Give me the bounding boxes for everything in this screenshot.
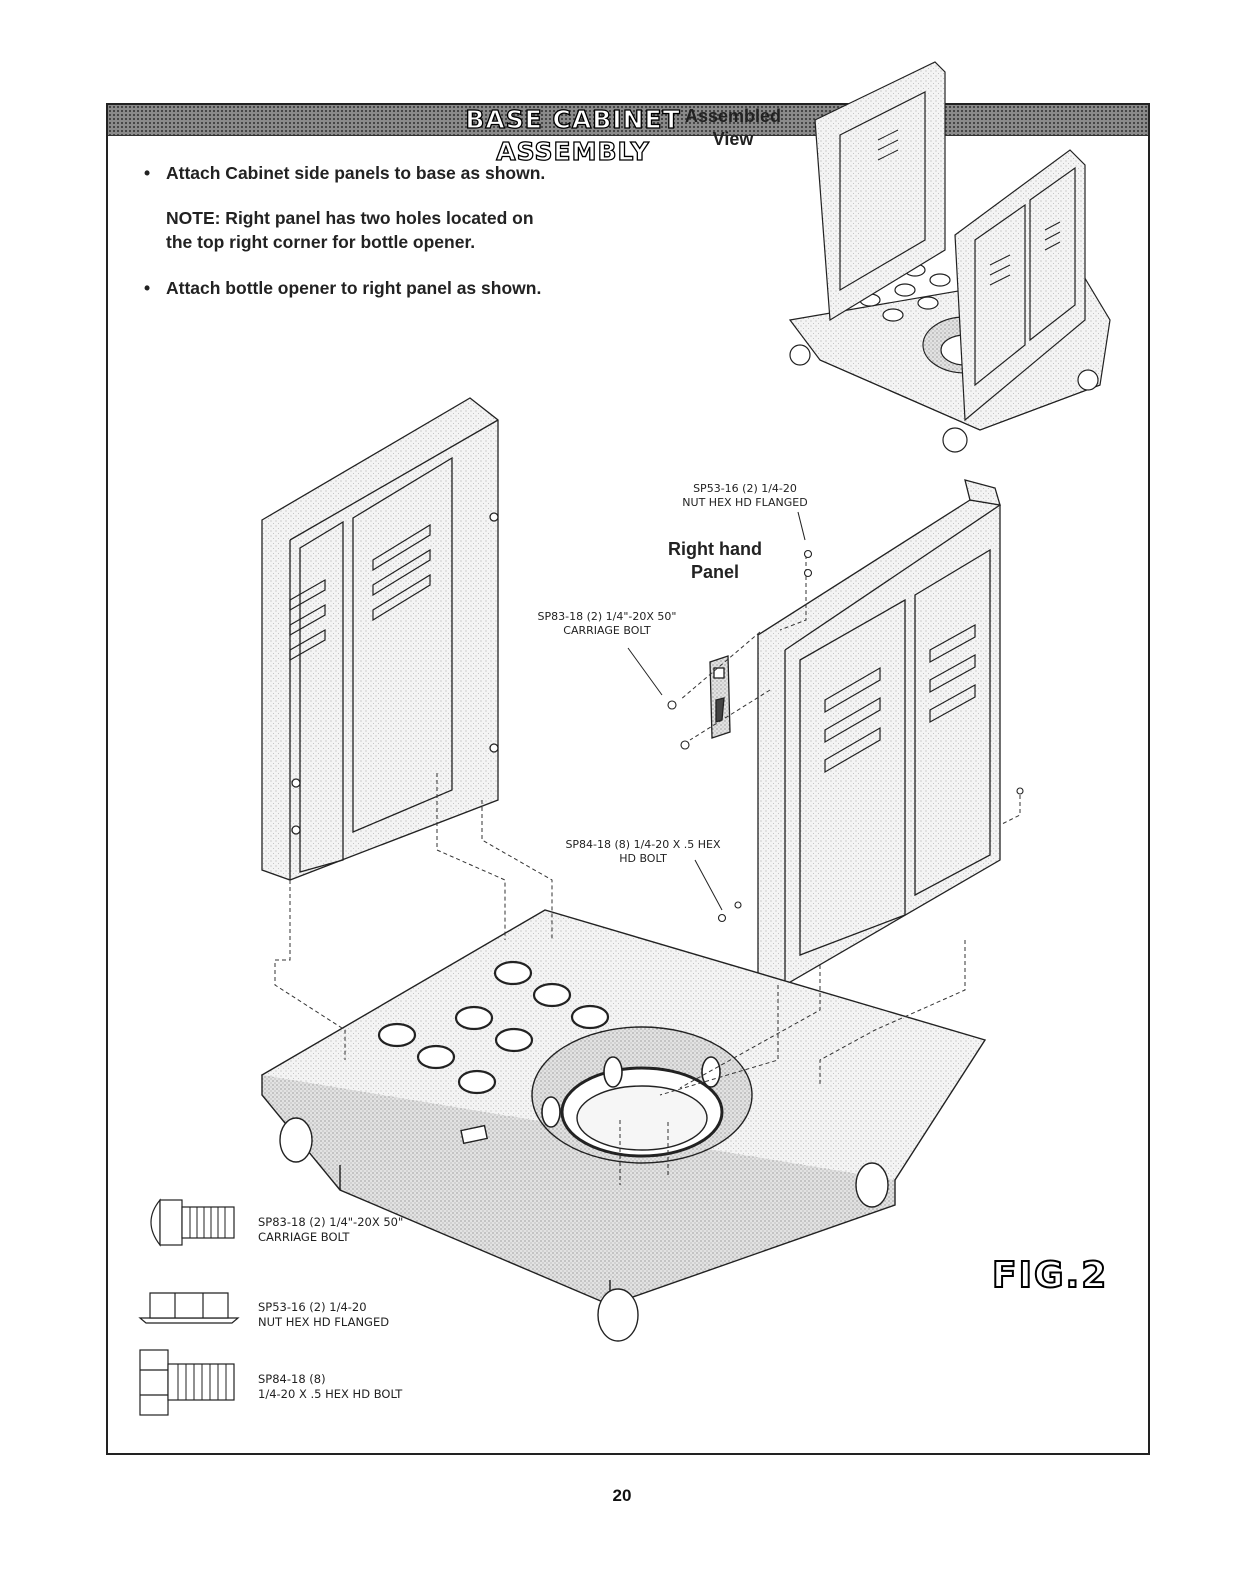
instruction-step-1: • Attach Cabinet side panels to base as … — [144, 163, 546, 184]
legend-item-hex-bolt: SP84-18 (8) 1/4-20 X .5 HEX HD BOLT — [258, 1372, 402, 1402]
legend-line-2: CARRIAGE BOLT — [258, 1230, 350, 1244]
cabinet-base — [260, 909, 987, 1342]
assembled-view-label-line-2: View — [712, 129, 754, 149]
bottle-opener — [709, 655, 731, 739]
bullet-icon: • — [144, 278, 151, 298]
legend-item-carriage-bolt: SP83-18 (2) 1/4"-20X 50" CARRIAGE BOLT — [258, 1215, 403, 1245]
hex-bolt-callout-line-2: HD BOLT — [619, 852, 667, 865]
carriage-bolt-callout: SP83-18 (2) 1/4"-20X 50" CARRIAGE BOLT — [522, 610, 692, 638]
carriage-bolt-icon — [150, 1198, 235, 1247]
section-title: BASE CABINET ASSEMBLY — [465, 104, 681, 166]
legend-line-1: SP83-18 (2) 1/4"-20X 50" — [258, 1215, 404, 1229]
instruction-note-line-1: NOTE: Right panel has two holes located … — [166, 208, 534, 228]
assembled-view-label: Assembled View — [648, 105, 818, 151]
right-side-panel — [757, 479, 1001, 986]
right-panel-label-line-2: Panel — [690, 562, 740, 582]
figure-label: FIG.2 — [991, 1254, 1109, 1297]
title-banner: BASE CABINET ASSEMBLY — [108, 104, 1148, 167]
legend-line-1: SP53-16 (2) 1/4-20 — [258, 1300, 367, 1314]
nut-callout-line-1: SP53-16 (2) 1/4-20 — [693, 482, 797, 495]
instruction-note-line-2: the top right corner for bottle opener. — [166, 232, 476, 252]
instruction-step-2: • Attach bottle opener to right panel as… — [144, 278, 542, 299]
right-panel-label: Right hand Panel — [650, 538, 780, 584]
legend-line-1: SP84-18 (8) — [258, 1372, 326, 1386]
callout-leaders — [627, 511, 806, 911]
carriage-bolt-callout-line-1: SP83-18 (2) 1/4"-20X 50" — [537, 610, 677, 623]
instruction-step-2-text: Attach bottle opener to right panel as s… — [166, 278, 542, 298]
assembly-guide-lines — [274, 555, 1021, 1185]
legend-line-2: NUT HEX HD FLANGED — [258, 1315, 390, 1329]
instruction-step-1-text: Attach Cabinet side panels to base as sh… — [166, 163, 546, 183]
nut-callout-line-2: NUT HEX HD FLANGED — [682, 496, 808, 509]
left-side-panel — [261, 397, 499, 881]
nut-callout: SP53-16 (2) 1/4-20 NUT HEX HD FLANGED — [660, 482, 830, 510]
legend-line-2: 1/4-20 X .5 HEX HD BOLT — [258, 1387, 403, 1401]
assembled-view-label-line-1: Assembled — [684, 106, 782, 126]
right-panel-label-line-1: Right hand — [668, 539, 762, 559]
hex-bolt-callout-line-1: SP84-18 (8) 1/4-20 X .5 HEX — [565, 838, 721, 851]
page-number: 20 — [612, 1486, 632, 1505]
bullet-icon: • — [144, 163, 151, 183]
assembled-view-illustration — [788, 61, 1111, 453]
assembly-frame: BASE CABINET ASSEMBLY — [106, 103, 1150, 1455]
carriage-bolt-callout-line-2: CARRIAGE BOLT — [563, 624, 651, 637]
hex-bolt-icon — [139, 1349, 235, 1416]
hex-bolt-callout: SP84-18 (8) 1/4-20 X .5 HEX HD BOLT — [548, 838, 738, 866]
legend-item-flanged-nut: SP53-16 (2) 1/4-20 NUT HEX HD FLANGED — [258, 1300, 389, 1330]
fasteners — [667, 549, 1024, 923]
flanged-nut-icon — [138, 1292, 240, 1324]
